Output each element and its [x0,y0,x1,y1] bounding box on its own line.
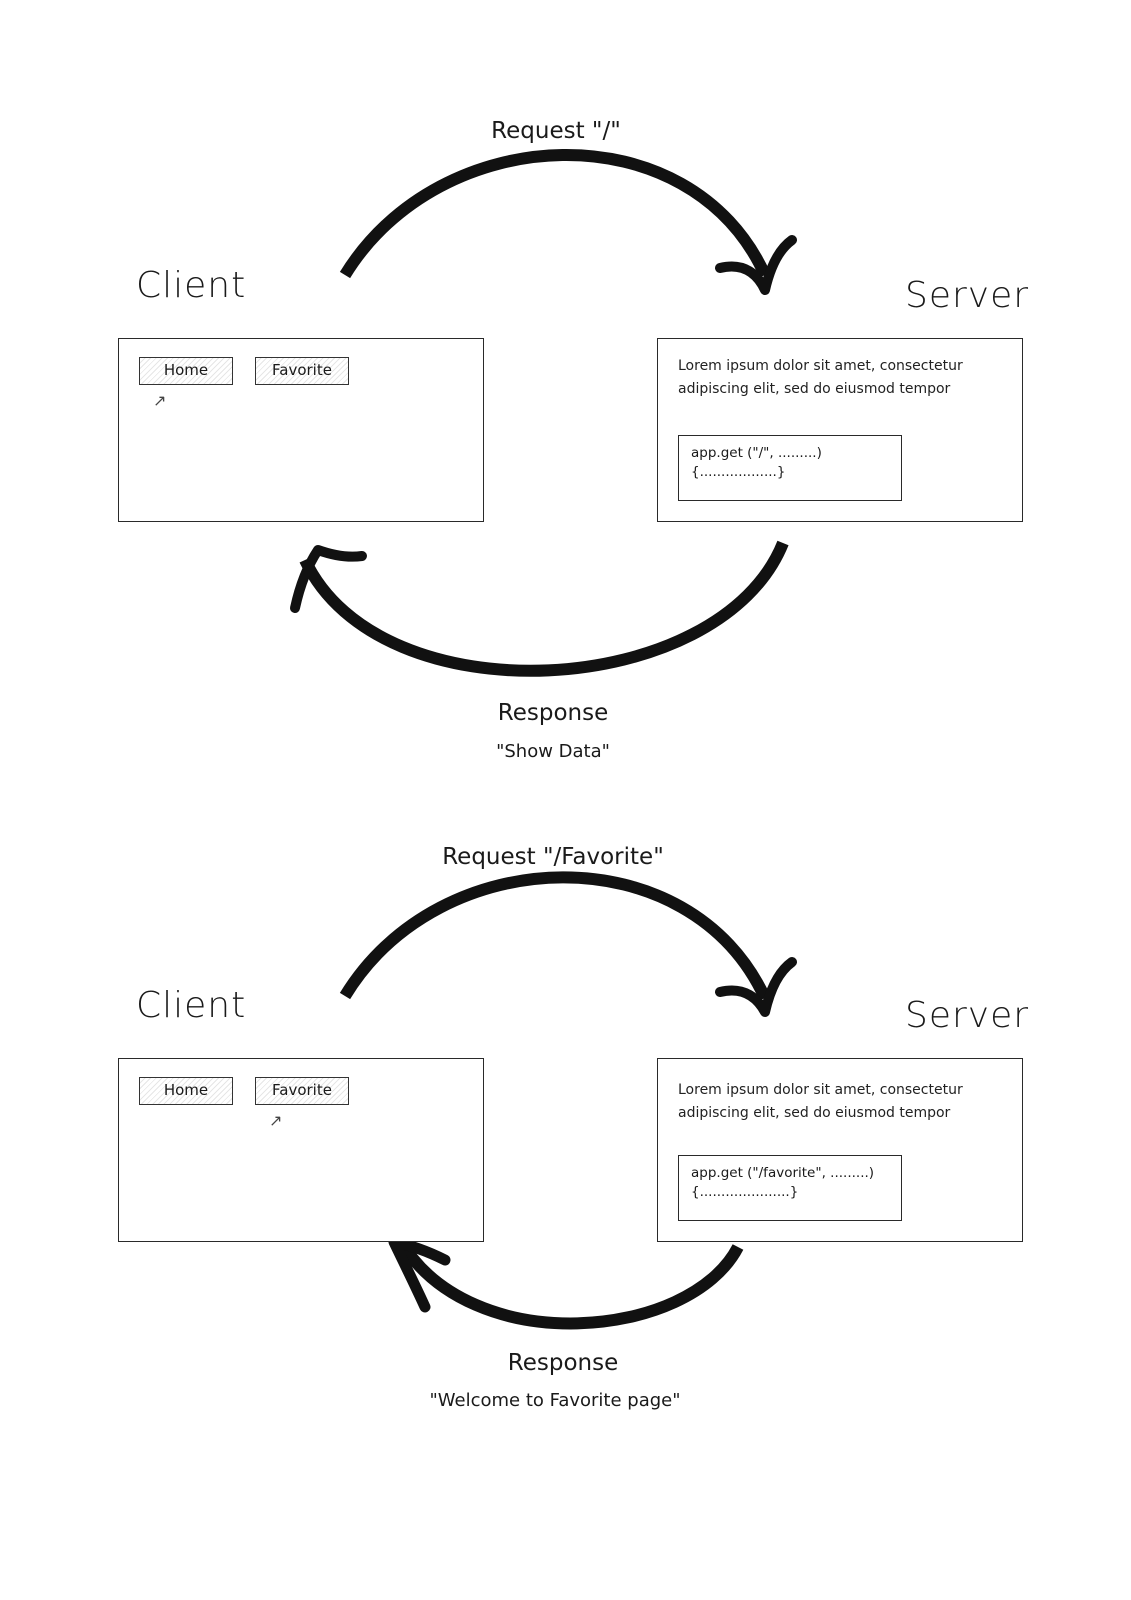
route-handler-code: app.get ("/", .........) {..............… [678,435,902,501]
code-line-2: {.....................} [691,1184,799,1200]
response-arrow [299,540,789,677]
response-arrowhead [290,545,367,613]
server-description: Lorem ipsum dolor sit amet, consectetur … [678,1079,998,1125]
request-arrow [339,149,771,279]
request-label: Request "/Favorite" [442,844,664,870]
server-window: Lorem ipsum dolor sit amet, consectetur … [657,338,1023,522]
code-line-1: app.get ("/", .........) [691,445,822,461]
code-line-2: {..................} [691,464,786,480]
server-description: Lorem ipsum dolor sit amet, consectetur … [678,355,998,401]
request-arrowhead [715,957,797,1017]
request-label: Request "/" [491,118,621,144]
client-title: Client [136,265,247,306]
request-arrow [339,871,771,1001]
route-handler-code: app.get ("/favorite", .........) {......… [678,1155,902,1221]
server-text-line-2: adipiscing elit, sed do eiusmod tempor [678,1105,951,1121]
favorite-button[interactable]: Favorite [255,357,349,385]
client-browser-window: Home Favorite ↗ [118,338,484,522]
server-text-line-1: Lorem ipsum dolor sit amet, consectetur [678,1082,963,1098]
response-label: Response [507,1350,619,1376]
server-text-line-2: adipiscing elit, sed do eiusmod tempor [678,381,951,397]
code-line-1: app.get ("/favorite", .........) [691,1165,875,1181]
request-arrowhead [715,235,797,295]
response-body: "Welcome to Favorite page" [429,1390,681,1411]
favorite-button[interactable]: Favorite [255,1077,349,1105]
server-window: Lorem ipsum dolor sit amet, consectetur … [657,1058,1023,1242]
server-text-line-1: Lorem ipsum dolor sit amet, consectetur [678,358,963,374]
diagram-panel-1: Request "/" Client Server Home Favorite … [118,118,1030,762]
diagram-panel-2: Request "/Favorite" Client Server Home F… [0,720,1131,1520]
north-east-arrow-icon: ↗ [153,391,167,410]
home-button[interactable]: Home [139,1077,233,1105]
home-button[interactable]: Home [139,357,233,385]
response-arrowhead [388,1236,451,1313]
response-arrow [394,1236,744,1330]
client-browser-window: Home Favorite ↗ [118,1058,484,1242]
server-title: Server [905,275,1030,316]
response-body: "Show Data" [496,741,610,762]
server-title: Server [905,995,1030,1036]
client-title: Client [136,985,247,1026]
arrows-layer [339,871,797,1330]
north-east-arrow-icon: ↗ [269,1111,283,1130]
arrows-layer [290,149,797,677]
response-label: Response [497,700,609,726]
